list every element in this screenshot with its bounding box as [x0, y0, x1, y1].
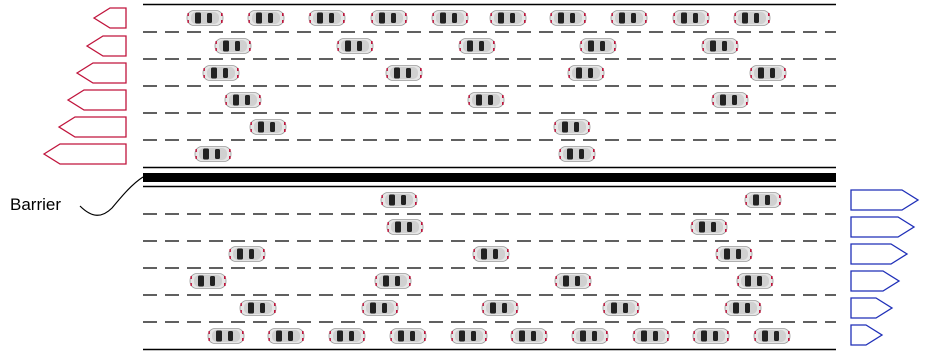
car-icon	[559, 147, 595, 162]
car-icon	[468, 93, 504, 108]
car-icon	[734, 11, 770, 26]
arrow-right-icon	[851, 217, 914, 237]
car-icon	[386, 66, 422, 81]
car-icon	[725, 301, 761, 316]
car-icon	[362, 301, 398, 316]
car-icon	[745, 193, 781, 208]
arrow-left-icon	[68, 90, 126, 110]
central-barrier	[143, 173, 836, 182]
car-icon	[195, 147, 231, 162]
car-icon	[482, 301, 518, 316]
car-icon	[511, 329, 547, 344]
car-icon	[381, 193, 417, 208]
car-icon	[268, 329, 304, 344]
arrow-right-icon	[851, 325, 882, 345]
car-icon	[712, 93, 748, 108]
car-icon	[451, 329, 487, 344]
car-icon	[240, 301, 276, 316]
car-icon	[550, 11, 586, 26]
car-icon	[329, 329, 365, 344]
barrier-leader-line	[80, 177, 143, 215]
car-icon	[215, 39, 251, 54]
lower-carriageway	[143, 187, 836, 350]
car-icon	[190, 274, 226, 289]
car-icon	[693, 329, 729, 344]
upper-carriageway	[143, 5, 836, 168]
car-icon	[309, 11, 345, 26]
car-icon	[248, 11, 284, 26]
car-icon	[473, 247, 509, 262]
arrow-left-icon	[87, 36, 126, 56]
car-icon	[459, 39, 495, 54]
car-icon	[572, 329, 608, 344]
car-icon	[673, 11, 709, 26]
arrow-right-icon	[851, 271, 899, 291]
car-icon	[568, 66, 604, 81]
car-icon	[555, 274, 591, 289]
car-icon	[750, 66, 786, 81]
arrow-left-icon	[77, 63, 126, 83]
car-icon	[187, 11, 223, 26]
car-icon	[611, 11, 647, 26]
arrow-right-icon	[851, 244, 907, 264]
arrow-left-icon	[59, 117, 126, 137]
car-icon	[691, 220, 727, 235]
lower-direction-arrows	[851, 190, 918, 345]
arrow-right-icon	[851, 298, 892, 318]
car-icon	[580, 39, 616, 54]
car-icon	[702, 39, 738, 54]
car-icon	[633, 329, 669, 344]
arrow-left-icon	[94, 8, 126, 28]
car-icon	[371, 11, 407, 26]
car-icon	[250, 120, 286, 135]
barrier-label: Barrier	[10, 195, 61, 214]
car-icon	[390, 329, 426, 344]
car-icon	[229, 247, 265, 262]
car-icon	[554, 120, 590, 135]
car-icon	[716, 247, 752, 262]
car-icon	[432, 11, 468, 26]
upper-direction-arrows	[44, 8, 126, 164]
arrow-left-icon	[44, 144, 126, 164]
car-icon	[203, 66, 239, 81]
car-icon	[490, 11, 526, 26]
car-icon	[208, 329, 244, 344]
arrow-right-icon	[851, 190, 918, 210]
car-icon	[754, 329, 790, 344]
car-icon	[603, 301, 639, 316]
car-icon	[387, 220, 423, 235]
car-icon	[225, 93, 261, 108]
car-icon	[375, 274, 411, 289]
car-icon	[337, 39, 373, 54]
car-icon	[737, 274, 773, 289]
